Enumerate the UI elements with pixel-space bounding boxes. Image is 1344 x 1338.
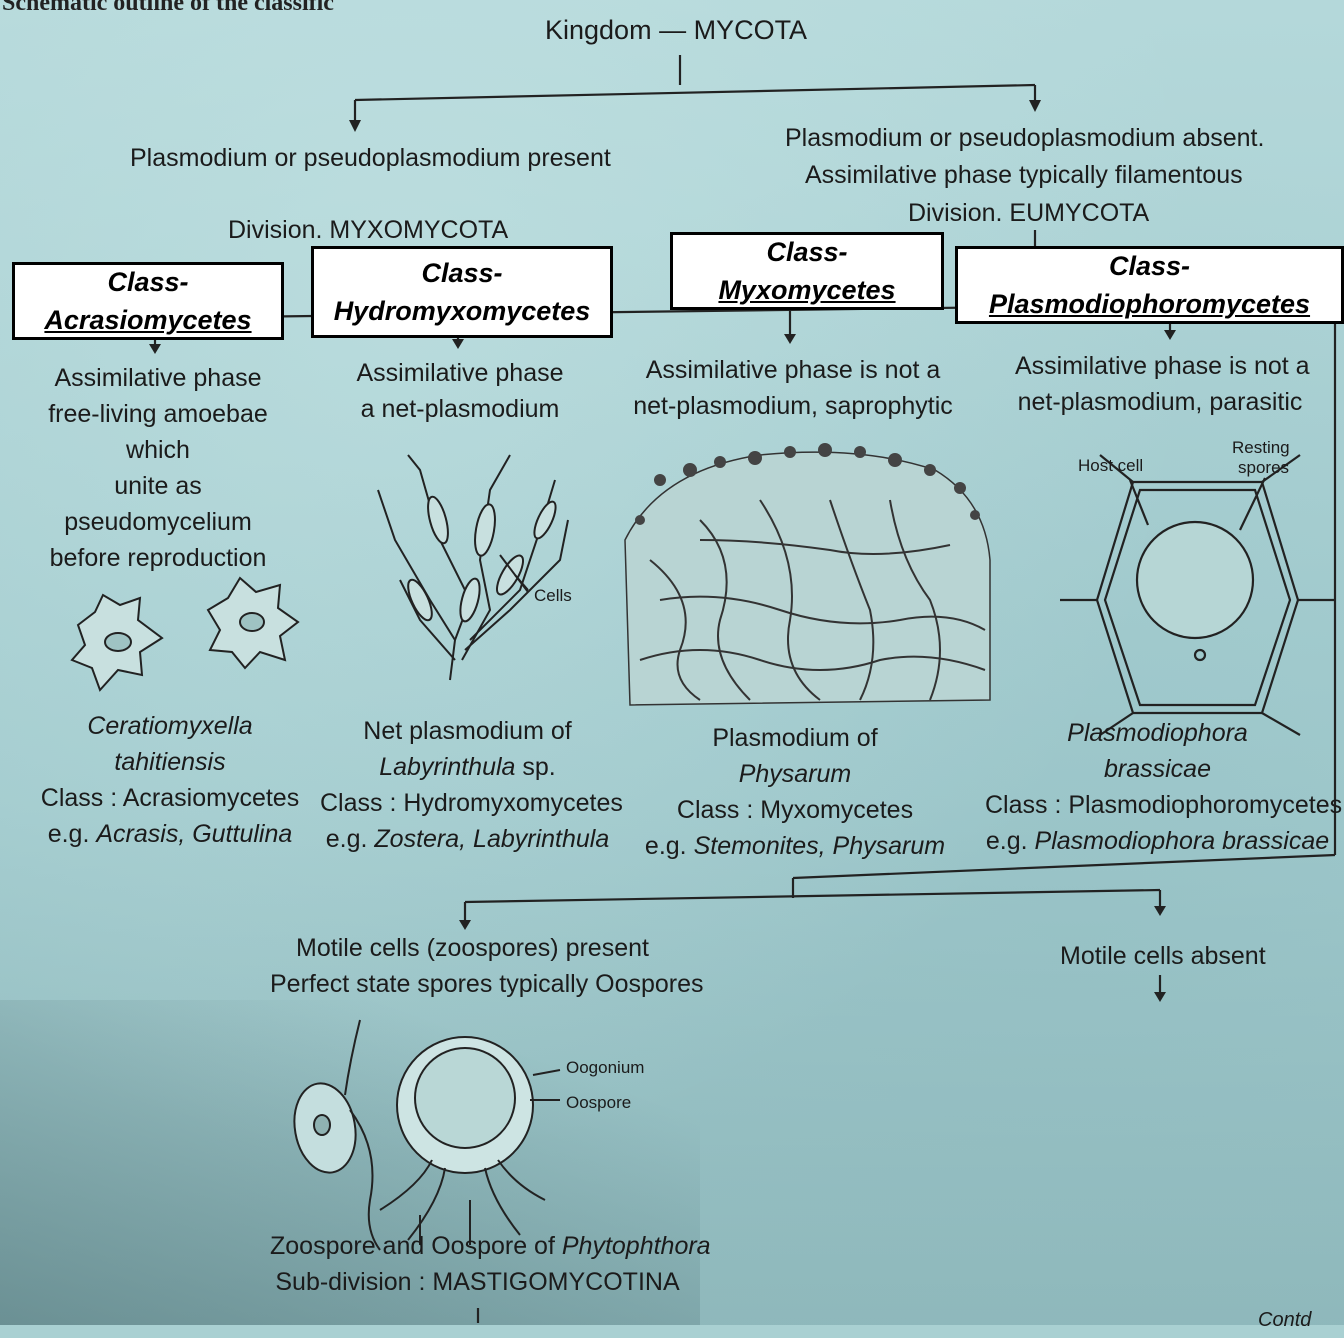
host-cell-label: Host cell <box>1078 456 1143 476</box>
eumycota-criterion-line2: Assimilative phase typically filamentous <box>805 157 1243 193</box>
net-plasmodium-figure <box>378 455 568 680</box>
class-box-hydromyxomycetes: Class-Hydromyxomycetes <box>311 246 613 338</box>
spores-label: spores <box>1238 458 1289 478</box>
kingdom-title: Kingdom — MYCOTA <box>545 12 807 48</box>
myxomycota-division: Division. MYXOMYCOTA <box>228 212 508 248</box>
motile-cells-absent: Motile cells absent <box>1060 938 1266 974</box>
contd-label: Contd <box>1258 1302 1311 1338</box>
host-cell-figure <box>1060 455 1335 735</box>
cells-label: Cells <box>534 586 572 606</box>
amoeba-figure <box>72 578 298 690</box>
phytophthora-caption: Zoospore and Oospore of Phytophthora Sub… <box>270 1228 685 1300</box>
oogonium-label: Oogonium <box>566 1058 644 1078</box>
eumycota-division: Division. EUMYCOTA <box>908 195 1149 231</box>
header-fragment: Schematic outline of the classific <box>2 0 334 17</box>
hydromyxomycetes-description: Assimilative phase a net-plasmodium <box>330 355 590 427</box>
acrasiomycetes-description: Assimilative phase free-living amoebae w… <box>18 360 298 576</box>
myxomycetes-caption: Plasmodium of Physarum Class : Myxomycet… <box>640 720 950 864</box>
class-box-acrasiomycetes: Class-Acrasiomycetes <box>12 262 284 340</box>
hydromyxomycetes-caption: Net plasmodium of Labyrinthula sp. Class… <box>320 713 615 857</box>
acrasiomycetes-caption: Ceratiomyxella tahitiensis Class : Acras… <box>25 708 315 852</box>
eumycota-criterion-line1: Plasmodium or pseudoplasmodium absent. <box>785 120 1264 156</box>
class-box-myxomycetes: Class-Myxomycetes <box>670 232 944 310</box>
myxomycetes-description: Assimilative phase is not a net-plasmodi… <box>628 352 958 424</box>
plasmodiophoromycetes-description: Assimilative phase is not a net-plasmodi… <box>1015 348 1305 420</box>
plasmodiophoromycetes-caption: Plasmodiophora brassicae Class : Plasmod… <box>985 715 1330 859</box>
mastigomycotina-criteria: Motile cells (zoospores) present Perfect… <box>270 930 675 1002</box>
myxomycota-criterion: Plasmodium or pseudoplasmodium present <box>130 140 611 176</box>
phytophthora-figure <box>288 1020 560 1250</box>
resting-label: Resting <box>1232 438 1290 458</box>
oospore-label: Oospore <box>566 1093 631 1113</box>
physarum-plasmodium-figure <box>625 443 990 705</box>
class-box-plasmodiophoromycetes: Class-Plasmodiophoromycetes <box>955 246 1344 324</box>
